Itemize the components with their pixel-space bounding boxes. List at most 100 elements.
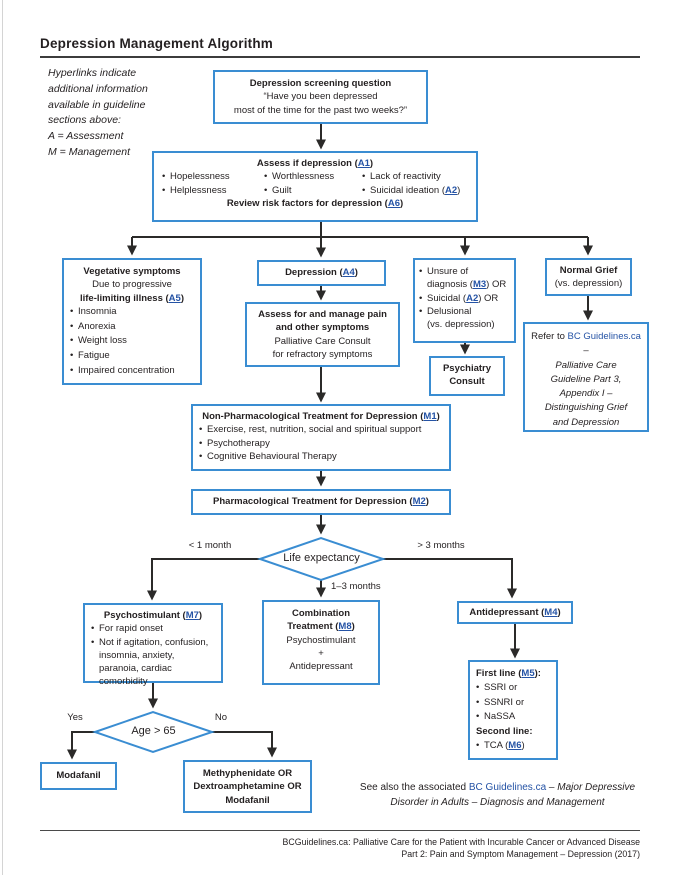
link-M6[interactable]: M6 bbox=[508, 740, 522, 752]
bullet-item: •Exercise, rest, nutrition, social and s… bbox=[199, 424, 422, 436]
node-first-second-line: First line (M5): •SSRI or •SSNRI or •NaS… bbox=[468, 660, 558, 760]
footer-line: BCGuidelines.ca: Palliative Care for the… bbox=[282, 837, 640, 847]
node-modafanil: Modafanil bbox=[40, 762, 117, 790]
bullet-item: •NaSSA bbox=[476, 711, 516, 723]
bullet-item: •Psychotherapy bbox=[199, 437, 270, 449]
edge-label-yes: Yes bbox=[67, 712, 83, 723]
link-bc-guidelines[interactable]: BC Guidelines.ca bbox=[567, 331, 641, 342]
assess-col-1: •Hopelessness •Helplessness bbox=[162, 170, 264, 197]
assess-col-3: •Lack of reactivity •Suicidal ideation (… bbox=[362, 170, 468, 197]
bullet-item: •SSRI or bbox=[476, 682, 518, 694]
edge-label-1-3-months: 1–3 months bbox=[331, 581, 381, 592]
node-assess-depression: Assess if depression (A1) •Hopelessness … bbox=[152, 151, 478, 222]
bullet-item: •Worthlessness bbox=[264, 171, 335, 183]
node-pharmacological: Pharmacological Treatment for Depression… bbox=[191, 489, 451, 515]
link-M2[interactable]: M2 bbox=[412, 496, 426, 508]
screening-line: “Have you been depressed bbox=[263, 91, 378, 103]
bullet-item: •Impaired concentration bbox=[70, 364, 175, 376]
footer: BCGuidelines.ca: Palliative Care for the… bbox=[283, 836, 640, 861]
node-title: Non-Pharmacological Treatment for Depres… bbox=[202, 411, 440, 422]
node-psychiatry-consult: Psychiatry Consult bbox=[429, 356, 505, 396]
node-title: and other symptoms bbox=[275, 322, 370, 334]
life-expectancy-label: Life expectancy bbox=[283, 552, 360, 564]
edge-label-no: No bbox=[214, 712, 228, 723]
link-A4[interactable]: A4 bbox=[342, 267, 355, 279]
title-rule bbox=[40, 56, 640, 58]
bullet-item: •Guilt bbox=[264, 184, 292, 196]
grief-subtitle: (vs. depression) bbox=[554, 278, 623, 290]
link-M4[interactable]: M4 bbox=[544, 606, 558, 618]
bullet-item: •Lack of reactivity bbox=[362, 171, 441, 183]
link-M8[interactable]: M8 bbox=[338, 621, 352, 633]
node-title: Treatment (M8) bbox=[287, 621, 355, 633]
link-M5[interactable]: M5 bbox=[521, 668, 535, 679]
link-A1[interactable]: A1 bbox=[357, 158, 370, 169]
node-title: Depression screening question bbox=[249, 78, 392, 89]
bullet-item: •Anorexia bbox=[70, 320, 116, 332]
footer-rule bbox=[40, 830, 640, 831]
node-depression: Depression (A4) bbox=[257, 260, 386, 286]
firstline-heading: First line (M5): bbox=[476, 668, 541, 679]
link-M3[interactable]: M3 bbox=[472, 279, 487, 291]
assess-review-risk: Review risk factors for depression (A6) bbox=[226, 197, 404, 209]
vegetative-bullets: •Insomnia •Anorexia •Weight loss •Fatigu… bbox=[70, 305, 194, 379]
node-nonpharmacological: Non-Pharmacological Treatment for Depres… bbox=[191, 404, 451, 471]
bullet-item: •Suicidal (A2) OR bbox=[419, 292, 499, 304]
pain-line: Palliative Care Consult bbox=[274, 335, 371, 347]
edge-label-gt-3-months: > 3 months bbox=[417, 540, 465, 551]
node-vegetative-symptoms: Vegetative symptoms Due to progressive l… bbox=[62, 258, 202, 385]
vegetative-subtitle: Due to progressive bbox=[92, 279, 172, 291]
age-label: Age > 65 bbox=[131, 725, 176, 737]
bullet-item: •Weight loss bbox=[70, 335, 127, 347]
bullet-item: •Insomnia bbox=[70, 305, 117, 317]
node-title: Normal Grief bbox=[559, 265, 618, 276]
bullet-item: •SSNRI or bbox=[476, 696, 525, 708]
decision-diamond-life-expectancy bbox=[256, 536, 387, 582]
link-A6[interactable]: A6 bbox=[387, 197, 400, 209]
node-antidepressant: Antidepressant (M4) bbox=[457, 601, 573, 624]
node-manage-pain: Assess for and manage pain and other sym… bbox=[245, 302, 400, 367]
node-normal-grief: Normal Grief (vs. depression) bbox=[545, 258, 632, 296]
bullet-item: •Delusional(vs. depression) bbox=[419, 305, 495, 331]
screening-line: most of the time for the past two weeks?… bbox=[233, 104, 408, 116]
pain-line: for refractory symptoms bbox=[272, 348, 373, 360]
link-M7[interactable]: M7 bbox=[185, 610, 199, 621]
page-edge-line bbox=[2, 0, 3, 875]
node-screening-question: Depression screening question “Have you … bbox=[213, 70, 428, 124]
link-A2[interactable]: A2 bbox=[445, 184, 458, 196]
link-M1[interactable]: M1 bbox=[423, 411, 437, 422]
link-A5[interactable]: A5 bbox=[168, 292, 181, 304]
node-title: Assess for and manage pain bbox=[258, 309, 387, 320]
bullet-item: •Suicidal ideation (A2) bbox=[362, 184, 461, 196]
bullet-item: •For rapid onset bbox=[91, 623, 163, 635]
bullet-item: •Helplessness bbox=[162, 184, 227, 196]
bullet-item: •Cognitive Behavioural Therapy bbox=[199, 450, 337, 462]
node-psychostimulant: Psychostimulant (M7) •For rapid onset •N… bbox=[83, 603, 223, 687]
node-title: Combination bbox=[291, 608, 351, 619]
node-combination-treatment: Combination Treatment (M8) Psychostimula… bbox=[262, 600, 380, 685]
page-title: Depression Management Algorithm bbox=[40, 36, 273, 51]
node-methyphenidate: Methyphenidate OR Dextroamphetamine OR M… bbox=[183, 760, 312, 813]
link-bc-guidelines[interactable]: BC Guidelines.ca bbox=[468, 782, 547, 793]
hyperlinks-note: Hyperlinks indicate additional informati… bbox=[48, 67, 148, 158]
bullet-item: •Fatigue bbox=[70, 350, 110, 362]
bullet-item: •TCA (M6) bbox=[476, 740, 525, 752]
node-refer-guidelines: Refer to BC Guidelines.ca – Palliative C… bbox=[523, 322, 649, 432]
footer-line: Part 2: Pain and Symptom Management – De… bbox=[401, 849, 640, 860]
assess-symptom-columns: •Hopelessness •Helplessness •Worthlessne… bbox=[154, 170, 476, 197]
secondline-heading: Second line: bbox=[476, 725, 533, 737]
node-title: Psychostimulant (M7) bbox=[103, 610, 203, 621]
decision-diamond-age bbox=[91, 710, 216, 754]
connector-arrows bbox=[67, 124, 593, 760]
bullet-item: •Not if agitation, confusion, insomnia, … bbox=[91, 636, 209, 688]
bullet-item: •Hopelessness bbox=[162, 171, 230, 183]
see-also-note: See also the associated BC Guidelines.ca… bbox=[359, 782, 636, 808]
node-title: Vegetative symptoms bbox=[83, 266, 181, 277]
link-A2[interactable]: A2 bbox=[466, 292, 479, 304]
vegetative-subtitle: life-limiting illness (A5) bbox=[79, 292, 184, 304]
node-title: Assess if depression (A1) bbox=[256, 158, 374, 169]
assess-col-2: •Worthlessness •Guilt bbox=[264, 170, 362, 197]
